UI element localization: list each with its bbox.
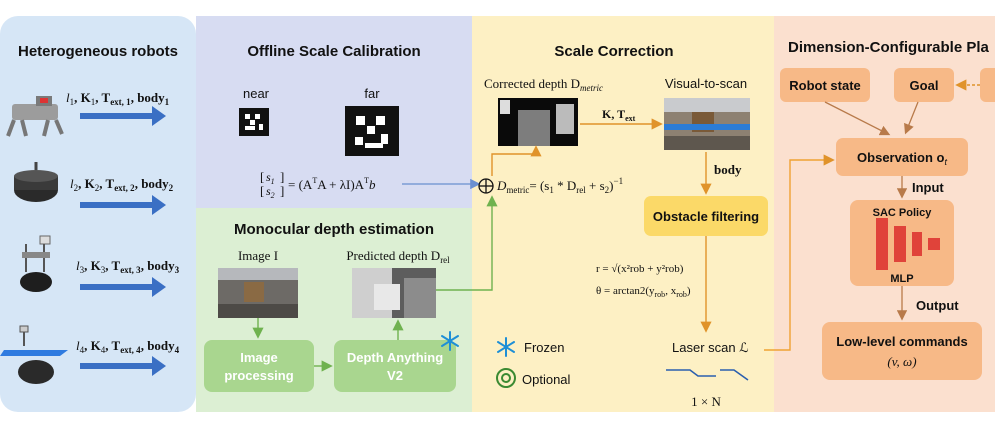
svg-text:[: [ [260,169,264,184]
visual-to-scan-label: Visual-to-scan [665,76,747,91]
robot-state-to-observation-arrow [824,101,891,136]
observation-label: Observation ot [857,150,947,167]
depth-anything-label-1: Depth Anything [347,350,443,365]
frozen-legend-icon [497,337,515,357]
goal-box [894,68,954,102]
optional-legend-icon [496,368,516,388]
far-label: far [364,86,380,101]
optional-legend-label: Optional [522,372,571,387]
depth-title: Monocular depth estimation [234,221,434,238]
theta-equation: θ = arctan2(yrob, xrob) [596,285,691,299]
robot-row-1: l1, K1, Text, 1, body1 [66,90,170,126]
kt-label: K, Text [602,107,636,123]
image-thumbnail [218,268,298,318]
low-level-commands-label: Low-level commands [836,334,967,349]
low-level-commands-box [822,322,982,380]
depth-anything-label-2: V2 [387,368,403,383]
calibration-title: Offline Scale Calibration [247,43,420,60]
laser-scan-label: Laser scan ℒ [672,340,749,355]
image-processing-box [204,340,314,392]
extra-input-box [980,68,995,102]
near-label: near [243,86,270,101]
robot-3-image [20,235,52,292]
image-processing-label-2: processing [224,368,293,383]
svg-text:= (ATA + λI)ATb: = (ATA + λI)ATb [288,176,376,192]
visual-to-scan-thumbnail [664,98,750,150]
snowflake-icon [441,331,459,351]
observation-box [836,138,968,176]
corrected-depth-label: Corrected depth Dmetric [484,76,603,93]
robots-title: Heterogeneous robots [18,43,178,60]
mlp-icon [876,218,940,270]
robot-row-4: l4, K4, Text, 4, body4 [76,338,180,376]
svg-text:l1, K1, Text, 1, body1: l1, K1, Text, 1, body1 [66,90,170,107]
svg-text:]: ] [280,183,284,198]
command-vector-label: (v, ω) [887,354,916,369]
obstacle-filtering-box [644,196,768,236]
robot-row-2: l2, K2, Text, 2, body2 [70,176,174,215]
goal-to-observation-arrow [904,101,919,135]
input-label: Input [912,180,944,195]
r-equation: r = √(x²rob + y²rob) [596,263,684,275]
svg-text:l2, K2, Text, 2, body2: l2, K2, Text, 2, body2 [70,176,174,193]
image-label: Image I [238,248,278,263]
calibration-formula: [ [ s1 s2 ] ] = (ATA + λI)ATb [260,169,376,200]
robot-row-3: l3, K3, Text, 3, body3 [76,258,180,297]
svg-text:]: ] [280,169,284,184]
laser-to-observation-line [764,154,835,351]
image-processing-label-1: Image [240,350,278,365]
predicted-depth-label: Predicted depth Drel [346,248,450,265]
obstacle-filtering-label: Obstacle filtering [653,209,759,224]
body-label: body [714,162,742,177]
mlp-label: MLP [890,273,913,285]
svg-text:s1: s1 [266,170,275,186]
robot-1-l: l [66,90,70,105]
svg-text:l3, K3, Text, 3, body3: l3, K3, Text, 3, body3 [76,258,180,275]
near-marker [239,108,269,136]
oplus-symbol [478,178,494,194]
robot-1-image [6,96,64,137]
svg-text:[: [ [260,183,264,198]
svg-text:s2: s2 [266,184,275,200]
correction-title: Scale Correction [554,43,673,60]
robot-state-label: Robot state [789,78,861,93]
robot-state-box [780,68,870,102]
sac-policy-label: SAC Policy [873,207,933,219]
goal-label: Goal [910,78,939,93]
frozen-legend-label: Frozen [524,340,564,355]
predicted-to-oplus-line [436,195,498,291]
robot-2-image [14,162,58,202]
predicted-depth-thumbnail [352,268,436,318]
depth-anything-box [334,340,456,392]
far-marker [345,106,399,156]
dimension-label: 1 × N [691,394,721,409]
robot-4-image [0,325,68,384]
laser-scan-plot [666,369,749,381]
svg-text:l4, K4, Text, 4, body4: l4, K4, Text, 4, body4 [76,338,180,355]
output-label: Output [916,298,959,313]
oplus-to-corrected-arrow [491,145,542,176]
dmetric-formula: Dmetric= (s1 * Drel + s2)−1 [496,176,623,195]
planner-title: Dimension-Configurable Pla [788,39,990,56]
corrected-depth-thumbnail [498,98,578,146]
